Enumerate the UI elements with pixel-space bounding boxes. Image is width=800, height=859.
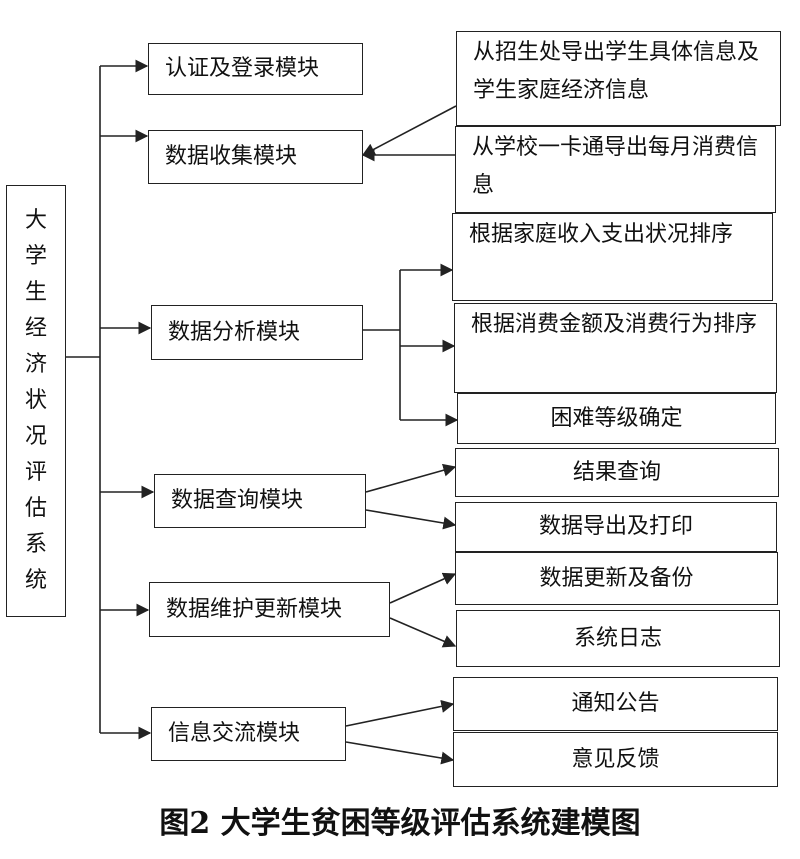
root-node: 大学生经济状况评估系统 bbox=[6, 185, 66, 617]
module-collect: 数据收集模块 bbox=[148, 130, 363, 184]
comm-feedback-label: 意见反馈 bbox=[571, 746, 660, 772]
module-maint: 数据维护更新模块 bbox=[149, 582, 390, 637]
figure-caption: 图2 大学生贫困等级评估系统建模图 bbox=[159, 806, 641, 841]
source-admissions: 从招生处导出学生具体信息及学生家庭经济信息 bbox=[456, 31, 781, 126]
edge-to-maint-1 bbox=[389, 572, 457, 604]
analysis-income-sort-label: 根据家庭收入支出状况排序 bbox=[469, 222, 734, 247]
edge-to-query-2 bbox=[365, 509, 457, 530]
module-comm: 信息交流模块 bbox=[151, 707, 346, 761]
edge-to-maint-2 bbox=[389, 617, 457, 648]
module-maint-label: 数据维护更新模块 bbox=[166, 596, 343, 622]
query-export-print-label: 数据导出及打印 bbox=[538, 514, 693, 539]
comm-notice-label: 通知公告 bbox=[571, 691, 660, 716]
maint-system-log: 系统日志 bbox=[456, 610, 780, 667]
analysis-income-sort: 根据家庭收入支出状况排序 bbox=[452, 213, 773, 301]
analysis-difficulty-level: 困难等级确定 bbox=[457, 393, 776, 444]
maint-update-backup-label: 数据更新及备份 bbox=[539, 565, 694, 591]
module-comm-label: 信息交流模块 bbox=[168, 721, 301, 746]
query-result: 结果查询 bbox=[455, 448, 779, 497]
source-admissions-label: 从招生处导出学生具体信息及学生家庭经济信息 bbox=[473, 40, 760, 103]
edge-to-comm-2 bbox=[345, 741, 455, 765]
module-query-label: 数据查询模块 bbox=[171, 488, 304, 513]
module-auth: 认证及登录模块 bbox=[148, 43, 363, 95]
source-campus-card: 从学校一卡通导出每月消费信息 bbox=[455, 126, 776, 213]
edge-source1-to-collect bbox=[361, 105, 457, 156]
module-query: 数据查询模块 bbox=[154, 474, 366, 528]
source-campus-card-label: 从学校一卡通导出每月消费信息 bbox=[472, 135, 759, 198]
module-analyze: 数据分析模块 bbox=[151, 305, 363, 360]
comm-feedback: 意见反馈 bbox=[453, 732, 778, 787]
query-result-label: 结果查询 bbox=[572, 459, 661, 485]
edge-to-query-1 bbox=[365, 463, 457, 493]
root-label: 大学生经济状况评估系统 bbox=[24, 208, 47, 593]
analysis-difficulty-level-label: 困难等级确定 bbox=[550, 405, 683, 431]
maint-system-log-label: 系统日志 bbox=[573, 625, 662, 651]
query-export-print: 数据导出及打印 bbox=[455, 502, 777, 552]
comm-notice: 通知公告 bbox=[453, 677, 778, 731]
maint-update-backup: 数据更新及备份 bbox=[455, 552, 778, 605]
module-collect-label: 数据收集模块 bbox=[165, 144, 298, 169]
module-auth-label: 认证及登录模块 bbox=[165, 56, 320, 81]
edge-to-comm-1 bbox=[345, 699, 455, 727]
analysis-consumption-sort: 根据消费金额及消费行为排序 bbox=[454, 303, 777, 393]
module-analyze-label: 数据分析模块 bbox=[168, 319, 301, 345]
analysis-consumption-sort-label: 根据消费金额及消费行为排序 bbox=[471, 312, 758, 337]
